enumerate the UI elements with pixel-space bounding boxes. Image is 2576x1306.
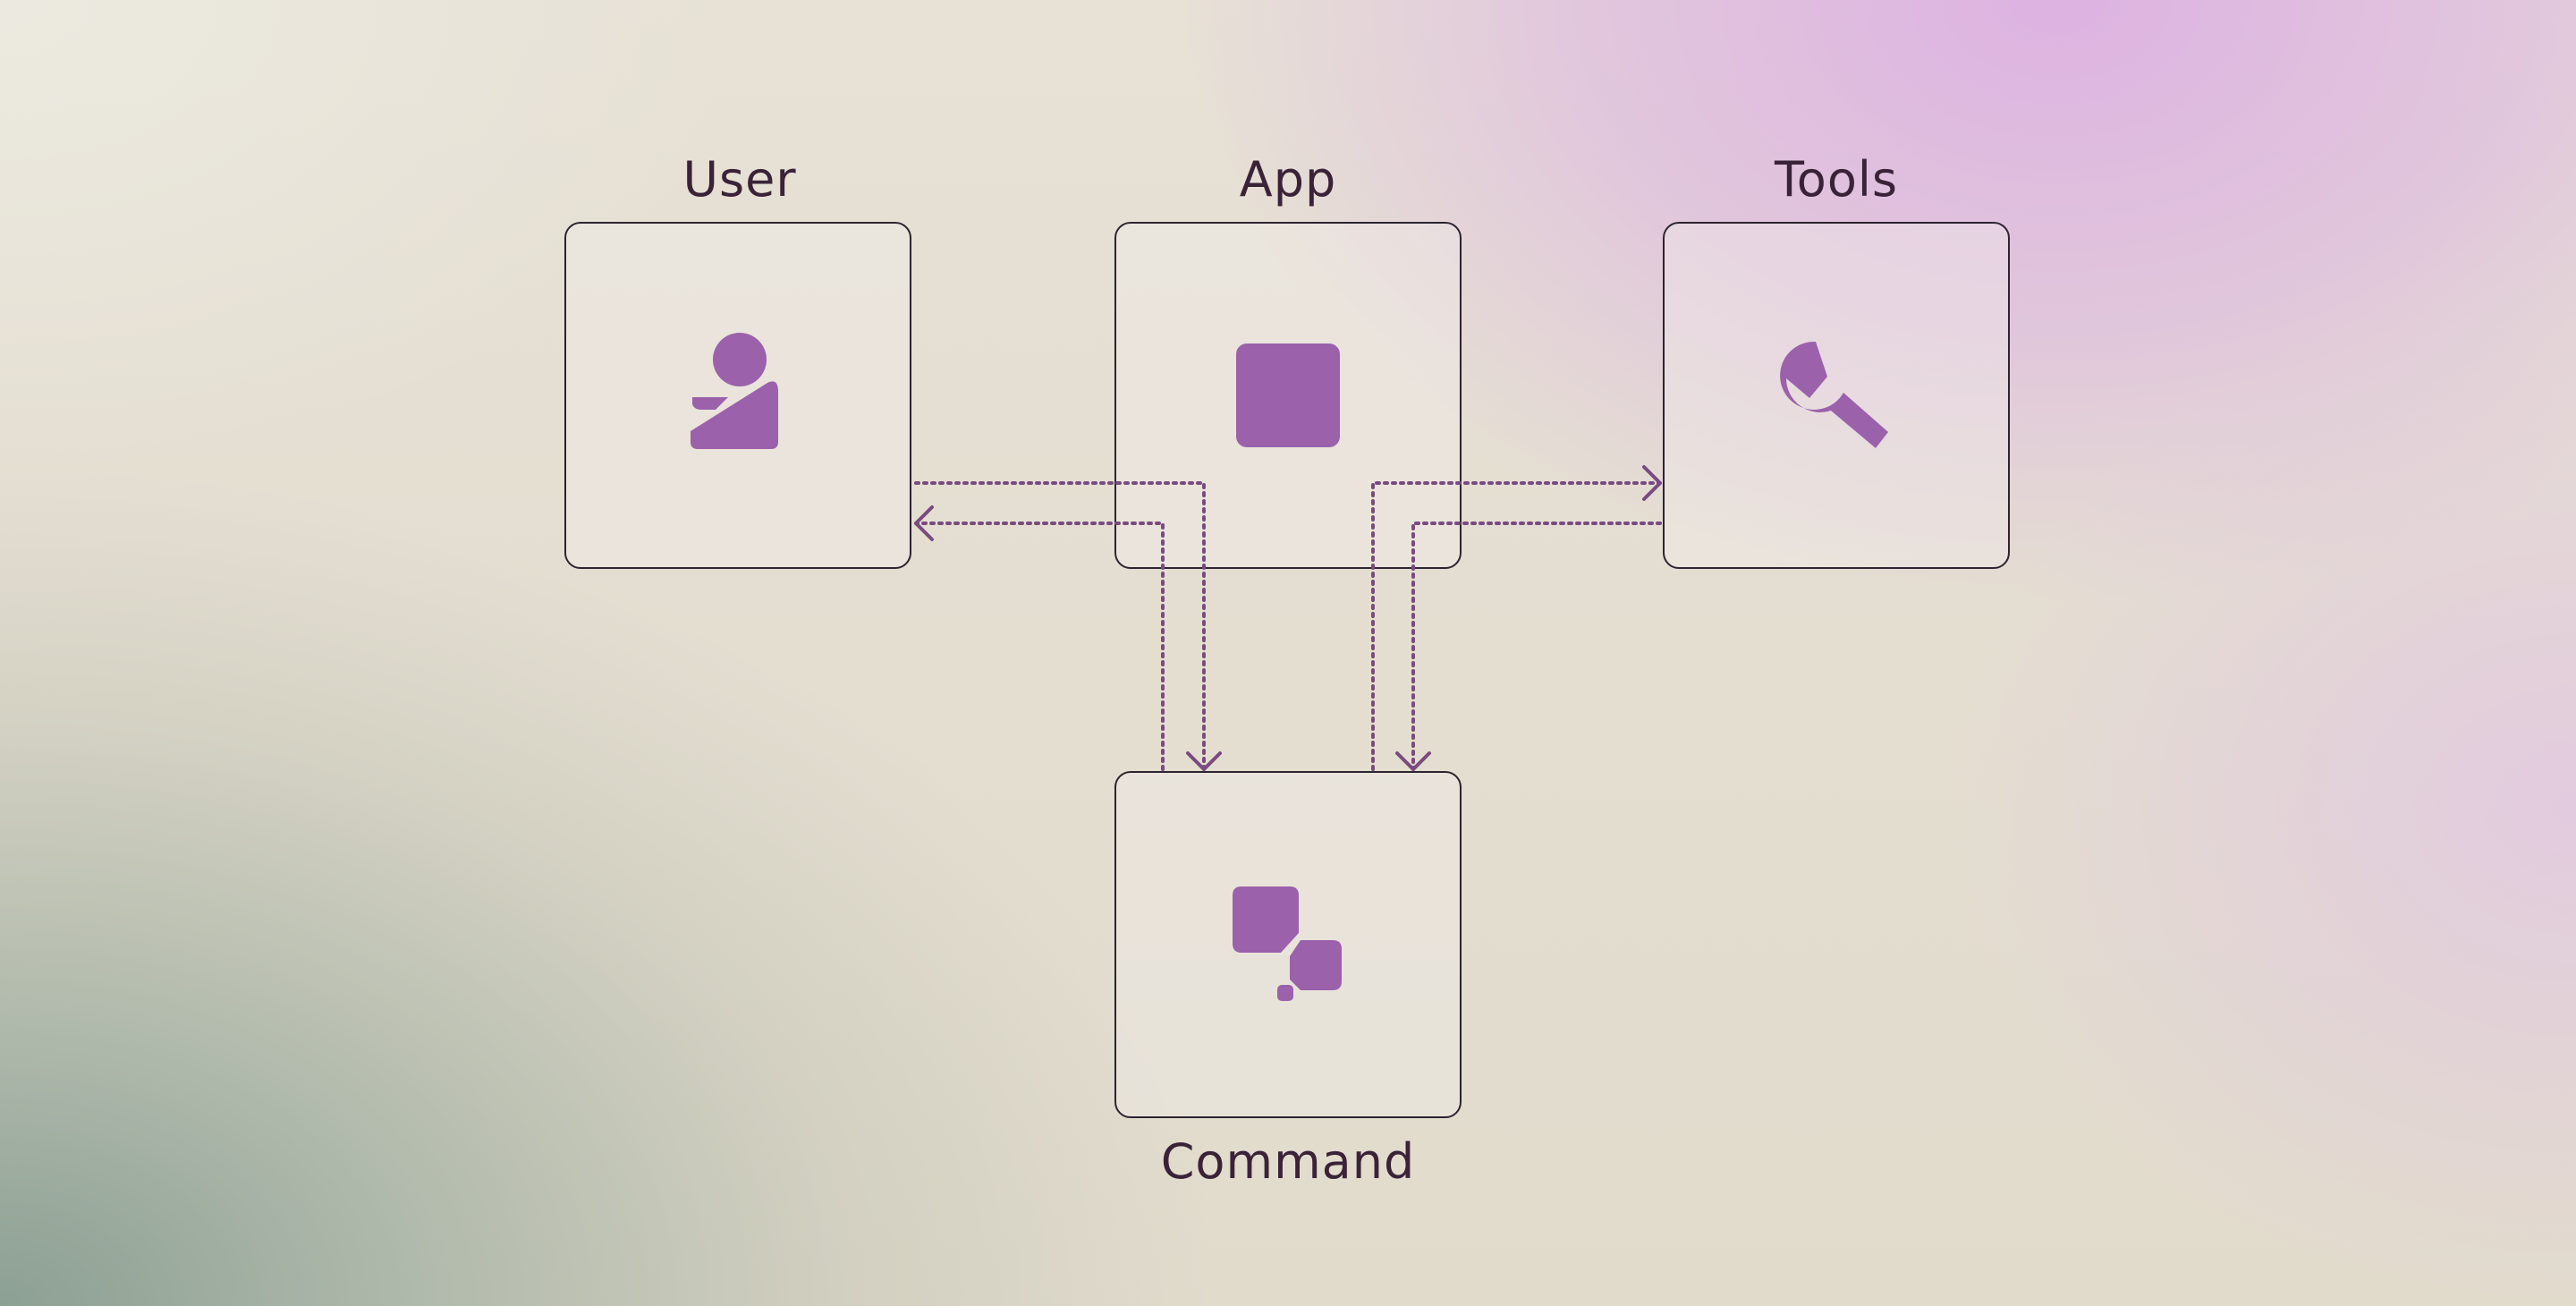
app-node[interactable]	[1114, 222, 1462, 569]
edge-user-to-command	[914, 481, 1206, 771]
user-node[interactable]	[564, 222, 911, 569]
person-icon	[691, 333, 778, 449]
arrowhead-command-to-user	[914, 505, 934, 541]
arrowhead-user-to-command	[1186, 751, 1222, 771]
edge-tools-to-command	[1411, 522, 1662, 771]
command-label: Command	[1160, 1133, 1416, 1190]
tools-label: Tools	[1774, 151, 1899, 208]
user-label: User	[682, 151, 797, 208]
square-icon	[1236, 343, 1340, 447]
shapes-icon	[1233, 886, 1342, 1001]
edge-command-to-user	[914, 522, 1165, 771]
arrowhead-command-to-tools	[1642, 465, 1662, 501]
wrench-icon	[1780, 341, 1888, 448]
command-node[interactable]	[1114, 771, 1462, 1118]
edge-command-to-tools	[1371, 481, 1662, 771]
tools-node[interactable]	[1663, 222, 2010, 569]
arrowhead-tools-to-command	[1395, 751, 1431, 771]
app-label: App	[1239, 151, 1337, 208]
